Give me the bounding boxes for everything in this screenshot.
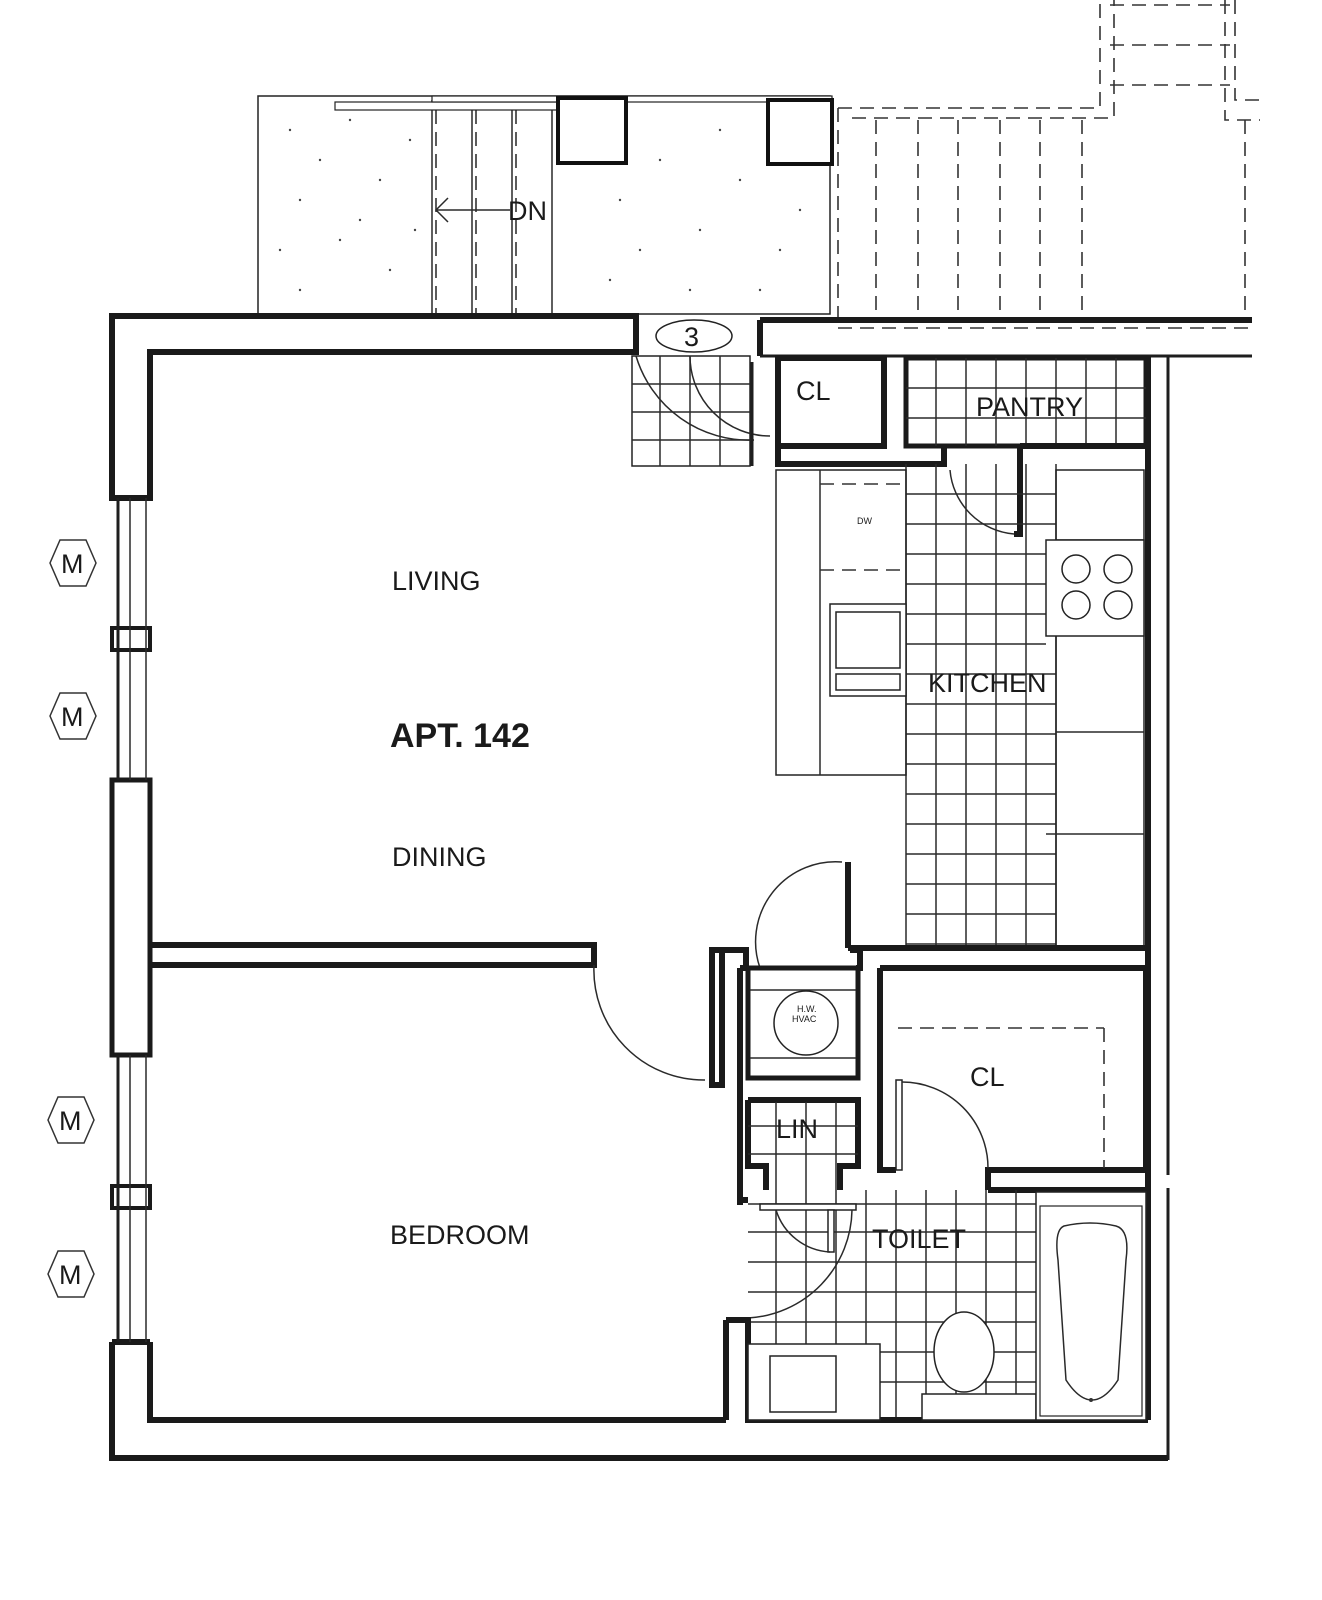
door-tag: 3: [684, 322, 699, 352]
room-label-bedroom: BEDROOM: [390, 1220, 530, 1250]
upper-right-dashed-structure: [837, 0, 1260, 329]
terrace: DN: [257, 95, 834, 315]
hw-label: H.W.: [797, 1004, 817, 1014]
window-tag-label: M: [59, 1260, 82, 1290]
apartment-number: APT. 142: [390, 717, 530, 755]
toilet-fixture: [933, 1311, 995, 1393]
room-label-kitchen: KITCHEN: [928, 668, 1047, 698]
room-label-closet-hall: CL: [970, 1062, 1005, 1092]
stove: [1045, 539, 1145, 637]
window-tag: M: [47, 1250, 95, 1298]
bathtub: [1035, 1191, 1147, 1421]
room-label-closet-entry: CL: [796, 376, 831, 406]
room-label-toilet: TOILET: [872, 1224, 966, 1254]
hall-closet: CL: [877, 965, 1149, 1190]
hallway-core: H.W. HVAC LIN: [710, 860, 863, 1203]
room-label-living: LIVING: [392, 566, 481, 596]
room-label-pantry: PANTRY: [976, 392, 1083, 422]
kitchen-sink: [829, 603, 907, 697]
hvac-label: HVAC: [792, 1014, 817, 1024]
exterior-walls: [109, 313, 1252, 1461]
stair-down-label: DN: [508, 196, 547, 226]
water-heater: [773, 990, 839, 1056]
window-tag-label: M: [61, 702, 84, 732]
dishwasher-label: DW: [857, 516, 872, 526]
kitchen: DW KITCHEN: [775, 464, 1148, 951]
window-tag-label: M: [59, 1106, 82, 1136]
door-tag-bubble: [655, 319, 733, 353]
window-tag: M: [47, 1096, 95, 1144]
room-label-dining: DINING: [392, 842, 487, 872]
window-tag: M: [49, 539, 97, 587]
entry-foyer: 3: [631, 319, 771, 467]
bathroom: TOILET: [723, 1187, 1148, 1423]
window-tag: M: [49, 692, 97, 740]
bedroom-wall: [150, 942, 725, 1088]
window-tag-label: M: [61, 549, 84, 579]
room-label-linen: LIN: [776, 1114, 818, 1144]
pantry: PANTRY: [903, 355, 1149, 537]
